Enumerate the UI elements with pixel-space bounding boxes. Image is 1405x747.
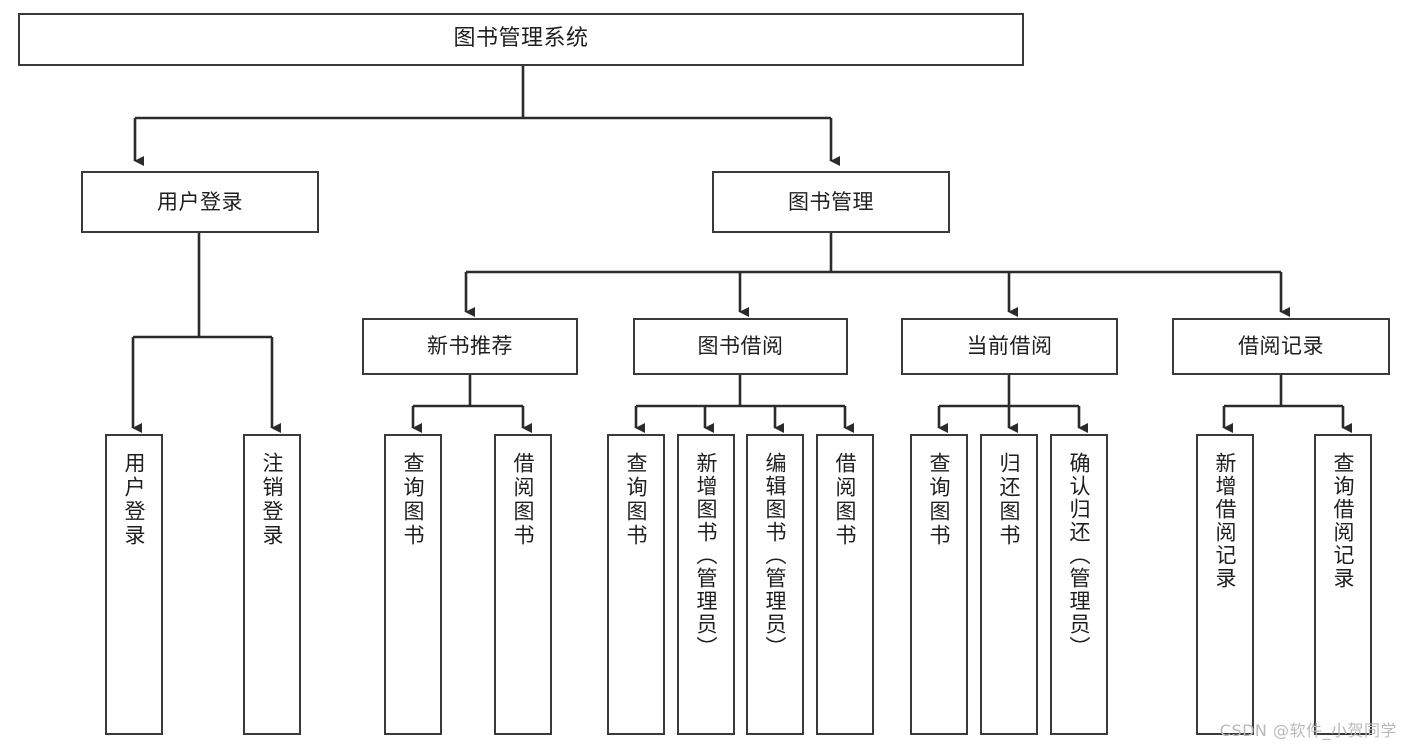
node-leaf-user-login[interactable]: 用户登录 [105,434,163,735]
node-leaf-borrow-book-2[interactable]: 借阅图书 [816,434,874,735]
node-book-borrow[interactable]: 图书借阅 [633,318,848,375]
node-current-borrow[interactable]: 当前借阅 [901,318,1118,375]
node-root-system-label: 图书管理系统 [453,26,589,52]
node-leaf-borrow-book-2-label: 借阅图书 [833,452,858,548]
node-leaf-user-logout-label: 注销登录 [260,452,285,548]
node-leaf-borrow-book-1-label: 借阅图书 [511,452,536,548]
node-leaf-query-record-label: 查询借阅记录 [1331,452,1356,590]
node-leaf-edit-book[interactable]: 编辑图书（管理员） [746,434,804,735]
node-borrow-record-label: 借阅记录 [1238,334,1324,359]
node-current-borrow-label: 当前借阅 [966,334,1053,359]
node-leaf-query-book-3[interactable]: 查询图书 [910,434,968,735]
node-leaf-return-book-label: 归还图书 [997,452,1022,548]
node-leaf-borrow-book-1[interactable]: 借阅图书 [494,434,552,735]
node-leaf-confirm-return[interactable]: 确认归还（管理员） [1050,434,1108,735]
node-leaf-add-record[interactable]: 新增借阅记录 [1196,434,1254,735]
node-leaf-user-login-label: 用户登录 [122,452,147,548]
node-leaf-query-book-1-label: 查询图书 [401,452,426,548]
node-user-login-label: 用户登录 [157,189,243,214]
node-leaf-query-book-3-label: 查询图书 [927,452,952,548]
node-root-system[interactable]: 图书管理系统 [18,13,1024,66]
node-leaf-confirm-return-label: 确认归还（管理员） [1067,452,1092,659]
node-book-borrow-label: 图书借阅 [697,334,784,359]
node-user-login[interactable]: 用户登录 [81,171,319,233]
node-borrow-record[interactable]: 借阅记录 [1172,318,1390,375]
node-leaf-user-logout[interactable]: 注销登录 [243,434,301,735]
node-leaf-query-book-2[interactable]: 查询图书 [607,434,665,735]
node-leaf-add-record-label: 新增借阅记录 [1213,452,1238,590]
node-new-book-recommend[interactable]: 新书推荐 [362,318,578,375]
node-new-book-recommend-label: 新书推荐 [427,334,513,359]
node-leaf-query-record[interactable]: 查询借阅记录 [1314,434,1372,735]
node-leaf-query-book-2-label: 查询图书 [624,452,649,548]
node-leaf-return-book[interactable]: 归还图书 [980,434,1038,735]
node-leaf-add-book[interactable]: 新增图书（管理员） [677,434,735,735]
node-leaf-query-book-1[interactable]: 查询图书 [384,434,442,735]
node-book-manage-label: 图书管理 [788,189,874,214]
node-leaf-add-book-label: 新增图书（管理员） [694,452,719,659]
node-book-manage[interactable]: 图书管理 [712,171,950,233]
csdn-watermark: CSDN @软件_小贺同学 [1219,721,1397,740]
node-leaf-edit-book-label: 编辑图书（管理员） [763,452,788,659]
